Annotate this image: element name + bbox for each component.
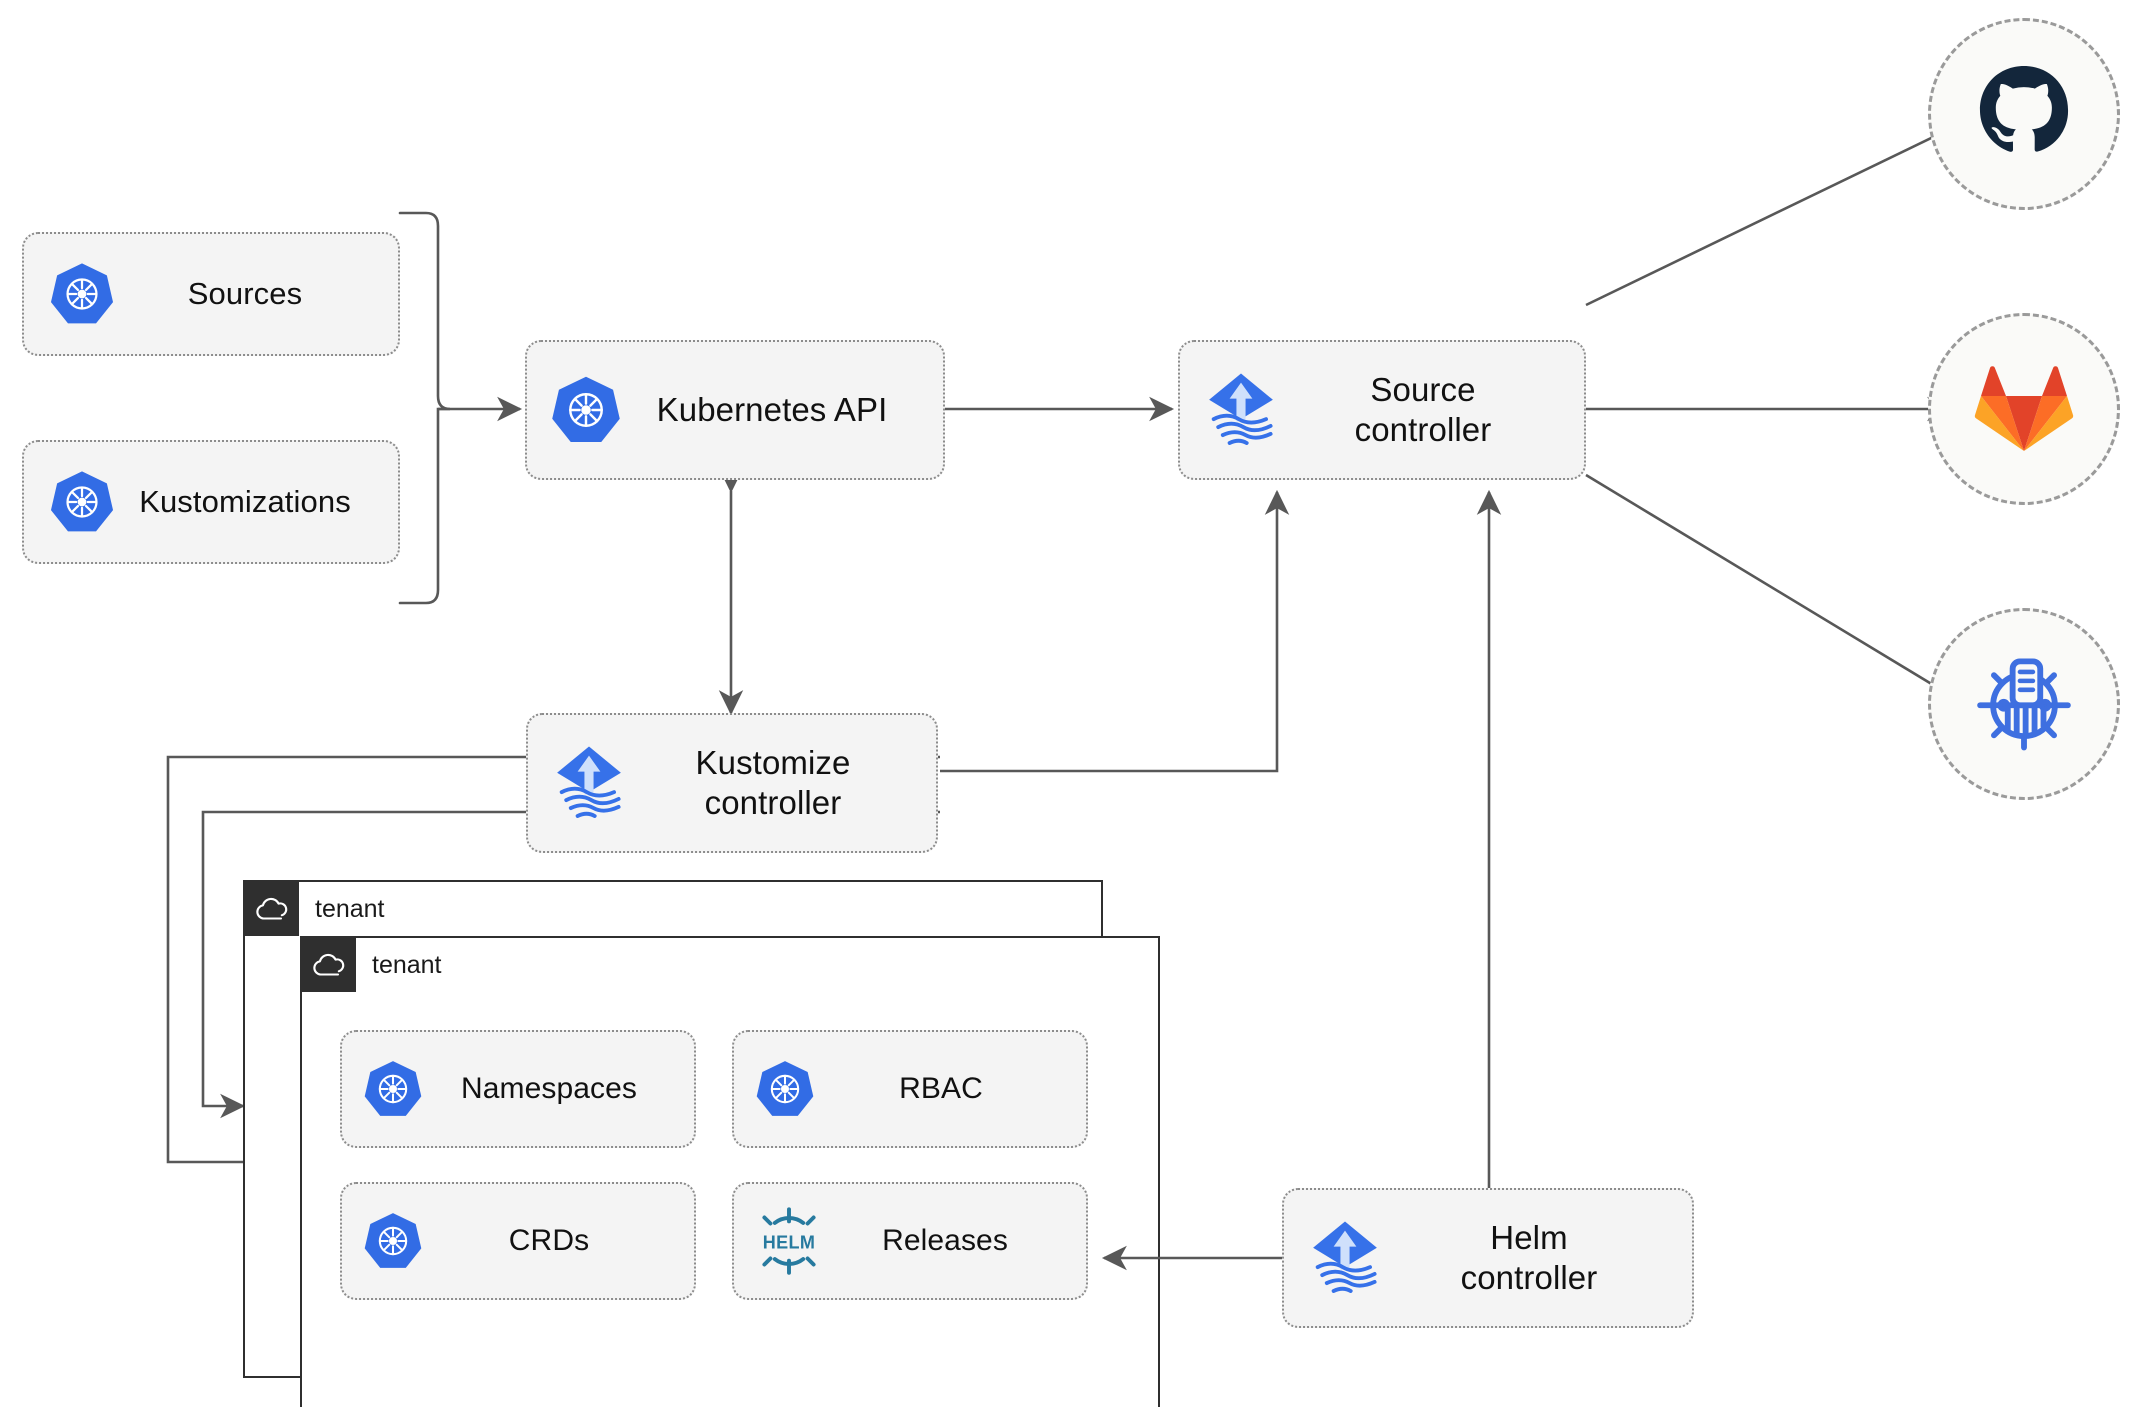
kubernetes-icon: [549, 373, 623, 447]
node-label: Namespaces: [460, 1071, 638, 1105]
node-label: Kustomizations: [139, 484, 351, 520]
tenant-header: tenant: [302, 938, 442, 992]
node-crds[interactable]: CRDs: [340, 1182, 696, 1300]
tenant-label: tenant: [315, 894, 385, 923]
flux-icon: [548, 742, 630, 824]
tenant-label: tenant: [372, 950, 442, 979]
kubernetes-icon: [362, 1058, 424, 1120]
node-kustomizations[interactable]: Kustomizations: [22, 440, 400, 564]
cloud-icon: [245, 882, 299, 936]
node-kustomize-controller[interactable]: Kustomize controller: [526, 713, 938, 853]
node-sources[interactable]: Sources: [22, 232, 400, 356]
tenant-header: tenant: [245, 882, 385, 936]
kubernetes-icon: [48, 260, 116, 328]
kubernetes-icon: [48, 468, 116, 536]
node-kubernetes-api[interactable]: Kubernetes API: [525, 340, 945, 480]
flux-icon: [1304, 1217, 1386, 1299]
kubernetes-icon: [362, 1210, 424, 1272]
helm-icon: HELM: [754, 1206, 824, 1276]
gitlab-icon: [1974, 359, 2074, 460]
node-label: Releases: [882, 1223, 1008, 1257]
node-releases[interactable]: HELM Releases: [732, 1182, 1088, 1300]
helm-repository-icon: [1972, 650, 2076, 759]
svg-text:HELM: HELM: [763, 1233, 815, 1253]
node-rbac[interactable]: RBAC: [732, 1030, 1088, 1148]
node-label: Helm controller: [1460, 1218, 1598, 1296]
github-icon: [1976, 64, 2072, 165]
endpoint-gitlab[interactable]: [1928, 313, 2120, 505]
node-source-controller[interactable]: Source controller: [1178, 340, 1586, 480]
node-label: Kubernetes API: [656, 390, 888, 428]
endpoint-oci-repository[interactable]: [1928, 608, 2120, 800]
node-namespaces[interactable]: Namespaces: [340, 1030, 696, 1148]
tenant-box-inner[interactable]: tenant: [300, 936, 1160, 1407]
node-helm-controller[interactable]: Helm controller: [1282, 1188, 1694, 1328]
node-label: Source controller: [1354, 370, 1492, 448]
node-label: RBAC: [899, 1071, 983, 1105]
endpoint-github[interactable]: [1928, 18, 2120, 210]
node-label: Sources: [187, 276, 303, 312]
cloud-icon: [302, 938, 356, 992]
kubernetes-icon: [754, 1058, 816, 1120]
flux-icon: [1200, 369, 1282, 451]
node-label: CRDs: [508, 1223, 590, 1257]
node-label: Kustomize controller: [695, 743, 851, 821]
